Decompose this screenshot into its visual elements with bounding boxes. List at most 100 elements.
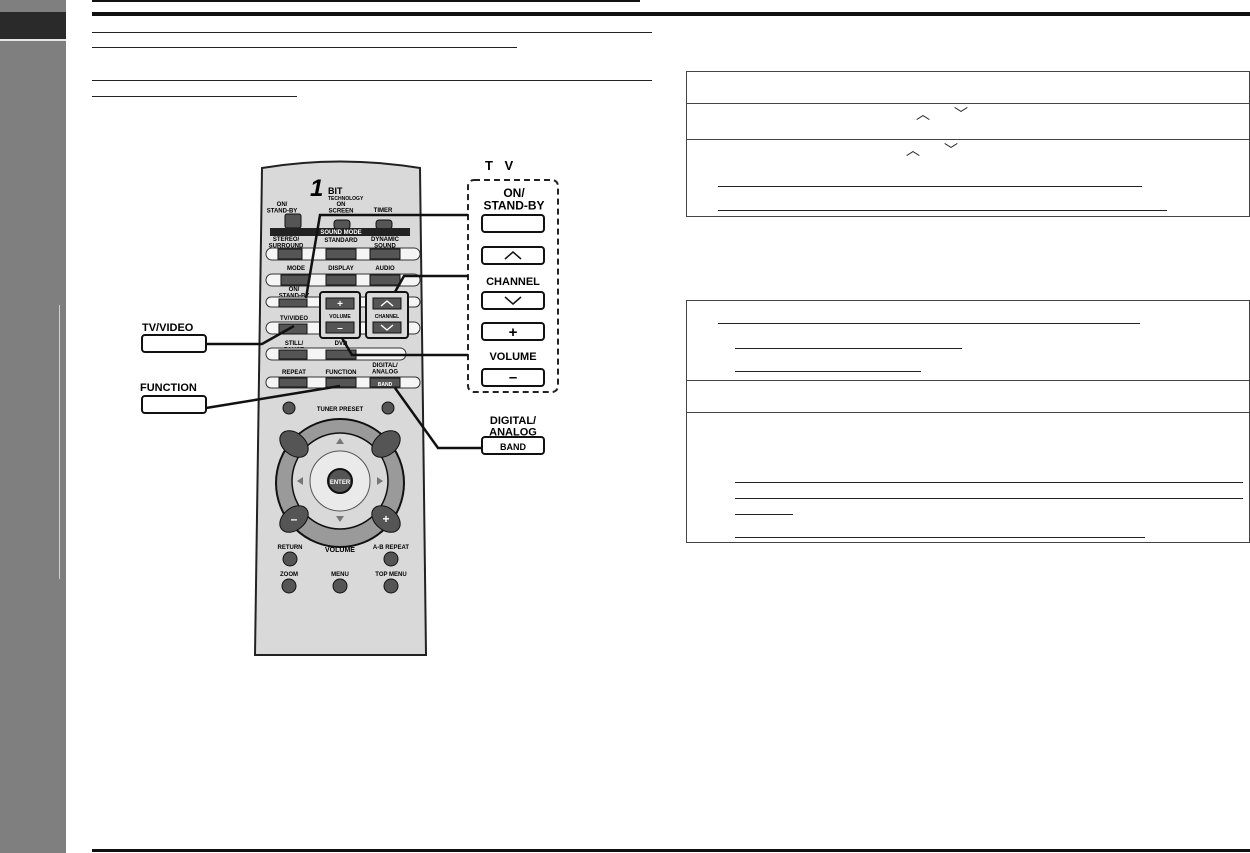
remote-skip-forward-button[interactable]: [367, 425, 406, 462]
callout-label: VOLUME: [489, 351, 536, 363]
btn-label: ZOOM: [280, 572, 298, 578]
btn-label: TUNER PRESET: [317, 407, 364, 413]
leader-line-band: [393, 387, 482, 450]
btn-label: A-B REPEAT: [373, 545, 410, 551]
callout-label: DIGITAL/: [490, 415, 536, 427]
callout-label: TV/VIDEO: [142, 322, 194, 334]
svg-text:–: –: [337, 323, 343, 334]
btn-label: CHANNEL: [375, 314, 399, 320]
remote-volume-minus-button[interactable]: [275, 500, 314, 537]
remote-volume-down-button[interactable]: [325, 321, 355, 334]
chevron-down-icon: ﹀: [944, 143, 958, 159]
btn-label: MENU: [331, 572, 349, 578]
chevron-up-icon: ︿: [906, 143, 920, 159]
sidebar-tab-line: [0, 39, 66, 41]
remote-return-button[interactable]: [282, 551, 298, 567]
remote-on-screen-button[interactable]: [333, 219, 351, 230]
btn-label-line: SCREEN: [328, 208, 353, 214]
remote-zoom-button[interactable]: [281, 578, 297, 594]
remote-tv-video-button[interactable]: [278, 323, 308, 335]
remote-function-button[interactable]: [325, 377, 357, 388]
table-top-row-divider: [687, 103, 1249, 104]
remote-tuner-up-button[interactable]: [381, 401, 395, 415]
table-bottom-row-divider: [687, 380, 1249, 381]
remote-top-menu-button[interactable]: [383, 578, 399, 594]
svg-text:DIGITAL/ANALOG: DIGITAL/ANALOG: [489, 415, 537, 439]
tv-channel-up-button[interactable]: [481, 246, 545, 265]
remote-stereo-surround-button[interactable]: [277, 248, 303, 260]
btn-label-line: STAND-BY: [279, 293, 310, 299]
remote-audio-button[interactable]: [369, 274, 401, 286]
btn-label: MODE: [287, 266, 305, 272]
tv-title: T V: [485, 158, 517, 173]
btn-label: ON/: [277, 202, 288, 208]
table-bottom-text-line: [735, 537, 1145, 538]
svg-text:DIGITAL/ANALOG: DIGITAL/ANALOG: [372, 363, 398, 375]
leader-line-channel: [393, 274, 468, 293]
btn-label: DISPLAY: [328, 266, 353, 272]
logo-word: BIT: [328, 186, 343, 196]
btn-label: ENTER: [330, 480, 351, 486]
remote-tv-on-standby-button[interactable]: [278, 298, 308, 308]
btn-label: AUDIO: [375, 266, 395, 272]
svg-text:STEREO/SURROUND: STEREO/SURROUND: [269, 237, 304, 249]
remote-skip-back-button[interactable]: [275, 425, 314, 462]
tv-callout-group: [467, 179, 559, 393]
chevron-up-icon: ︿: [916, 107, 930, 123]
sidebar-vertical-line: [59, 305, 60, 579]
band-button[interactable]: [481, 436, 545, 455]
remote-standard-button[interactable]: [325, 248, 357, 260]
tv-on-standby-button[interactable]: [481, 214, 545, 233]
btn-label: TOP MENU: [375, 572, 406, 578]
function-button[interactable]: [141, 395, 207, 414]
remote-repeat-button[interactable]: [278, 377, 308, 388]
btn-label-line: SURROUND: [269, 243, 304, 249]
remote-band-button[interactable]: [369, 377, 401, 388]
sidebar-tab: [0, 12, 66, 39]
footer-rule: [92, 849, 1250, 852]
btn-label: STEREO/: [273, 237, 300, 243]
remote-display-button[interactable]: [325, 274, 357, 286]
remote-on-standby-button[interactable]: [284, 213, 302, 229]
left-text-line-2: [92, 47, 517, 48]
remote-volume-up-button[interactable]: [325, 297, 355, 310]
tv-volume-down-button[interactable]: [481, 368, 545, 387]
callout-label: FUNCTION: [140, 382, 197, 394]
btn-label-line: ANALOG: [489, 427, 537, 439]
remote-dynamic-sound-button[interactable]: [369, 248, 401, 260]
btn-label-line: STAND-BY: [483, 199, 544, 213]
btn-label: BAND: [378, 382, 393, 388]
tv-video-button[interactable]: [141, 334, 207, 353]
remote-volume-plus-button[interactable]: [367, 500, 406, 537]
table-top-text-line: [718, 186, 1142, 187]
remote-mode-button[interactable]: [280, 274, 310, 286]
svg-text:ON/STAND-BY: ON/STAND-BY: [483, 186, 544, 213]
btn-label-line: SOUND: [374, 243, 396, 249]
leader-line-volume: [340, 337, 468, 357]
remote-timer-button[interactable]: [375, 219, 393, 230]
remote-menu-button[interactable]: [332, 578, 348, 594]
btn-label: REPEAT: [282, 370, 306, 376]
leader-line-tv-video: [206, 324, 295, 346]
remote-channel-down-button[interactable]: [372, 321, 402, 334]
logo-number: 1: [310, 175, 323, 202]
svg-text:+: +: [509, 324, 518, 341]
table-bottom-text-line: [735, 514, 793, 515]
remote-still-pause-button[interactable]: [278, 349, 308, 360]
table-bottom-text-line: [735, 348, 962, 349]
svg-text:–: –: [509, 369, 517, 386]
logo-sub: TECHNOLOGY: [328, 196, 364, 202]
remote-channel-up-button[interactable]: [372, 297, 402, 310]
tv-channel-down-button[interactable]: [481, 291, 545, 310]
btn-label: STANDARD: [324, 238, 358, 244]
leader-line-on-standby: [304, 213, 468, 299]
btn-label: ON/: [289, 287, 300, 293]
btn-label: STILL/: [285, 341, 304, 347]
remote-tuner-down-button[interactable]: [282, 401, 296, 415]
remote-ab-repeat-button[interactable]: [383, 551, 399, 567]
remote-enter-button[interactable]: [327, 468, 353, 494]
header-rule: [92, 12, 1250, 16]
tv-volume-up-button[interactable]: [481, 322, 545, 341]
callout-label: ON/: [503, 186, 525, 200]
